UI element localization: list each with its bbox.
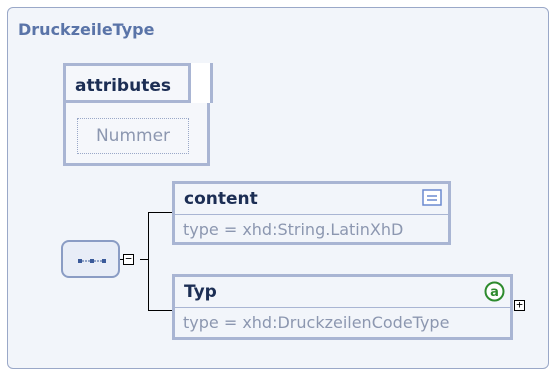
element-type: type = xhd:String.LatinXhD: [183, 220, 404, 239]
complex-type-title: DruckzeileType: [18, 20, 155, 39]
attributes-tab: attributes: [63, 63, 191, 103]
element-typ[interactable]: Typ a type = xhd:DruckzeilenCodeType: [172, 274, 513, 340]
element-name: content: [184, 189, 258, 209]
attributes-tab-notch: [191, 63, 213, 103]
attribute-nummer[interactable]: Nummer: [77, 118, 189, 154]
element-header: Typ a: [175, 277, 510, 308]
connector-line: [148, 310, 172, 311]
element-name: Typ: [184, 282, 217, 302]
element-header: content: [175, 184, 448, 215]
attributes-label: attributes: [75, 76, 171, 96]
sequence-compositor[interactable]: [61, 240, 120, 278]
svg-text:a: a: [490, 285, 499, 300]
schema-diagram: DruckzeileType attributes Nummer − conte…: [7, 7, 549, 369]
attribute-a-icon: a: [484, 281, 505, 302]
attributes-group[interactable]: attributes Nummer: [63, 63, 213, 166]
connector-line: [148, 212, 149, 310]
collapse-toggle[interactable]: −: [123, 253, 134, 265]
element-content[interactable]: content type = xhd:String.LatinXhD: [172, 181, 451, 245]
connector-line: [148, 212, 172, 213]
expand-toggle[interactable]: +: [514, 299, 525, 311]
simple-content-icon: [422, 189, 442, 206]
sequence-compositor-icon: [78, 258, 106, 264]
element-type: type = xhd:DruckzeilenCodeType: [183, 313, 450, 332]
connector-line: [140, 259, 149, 260]
